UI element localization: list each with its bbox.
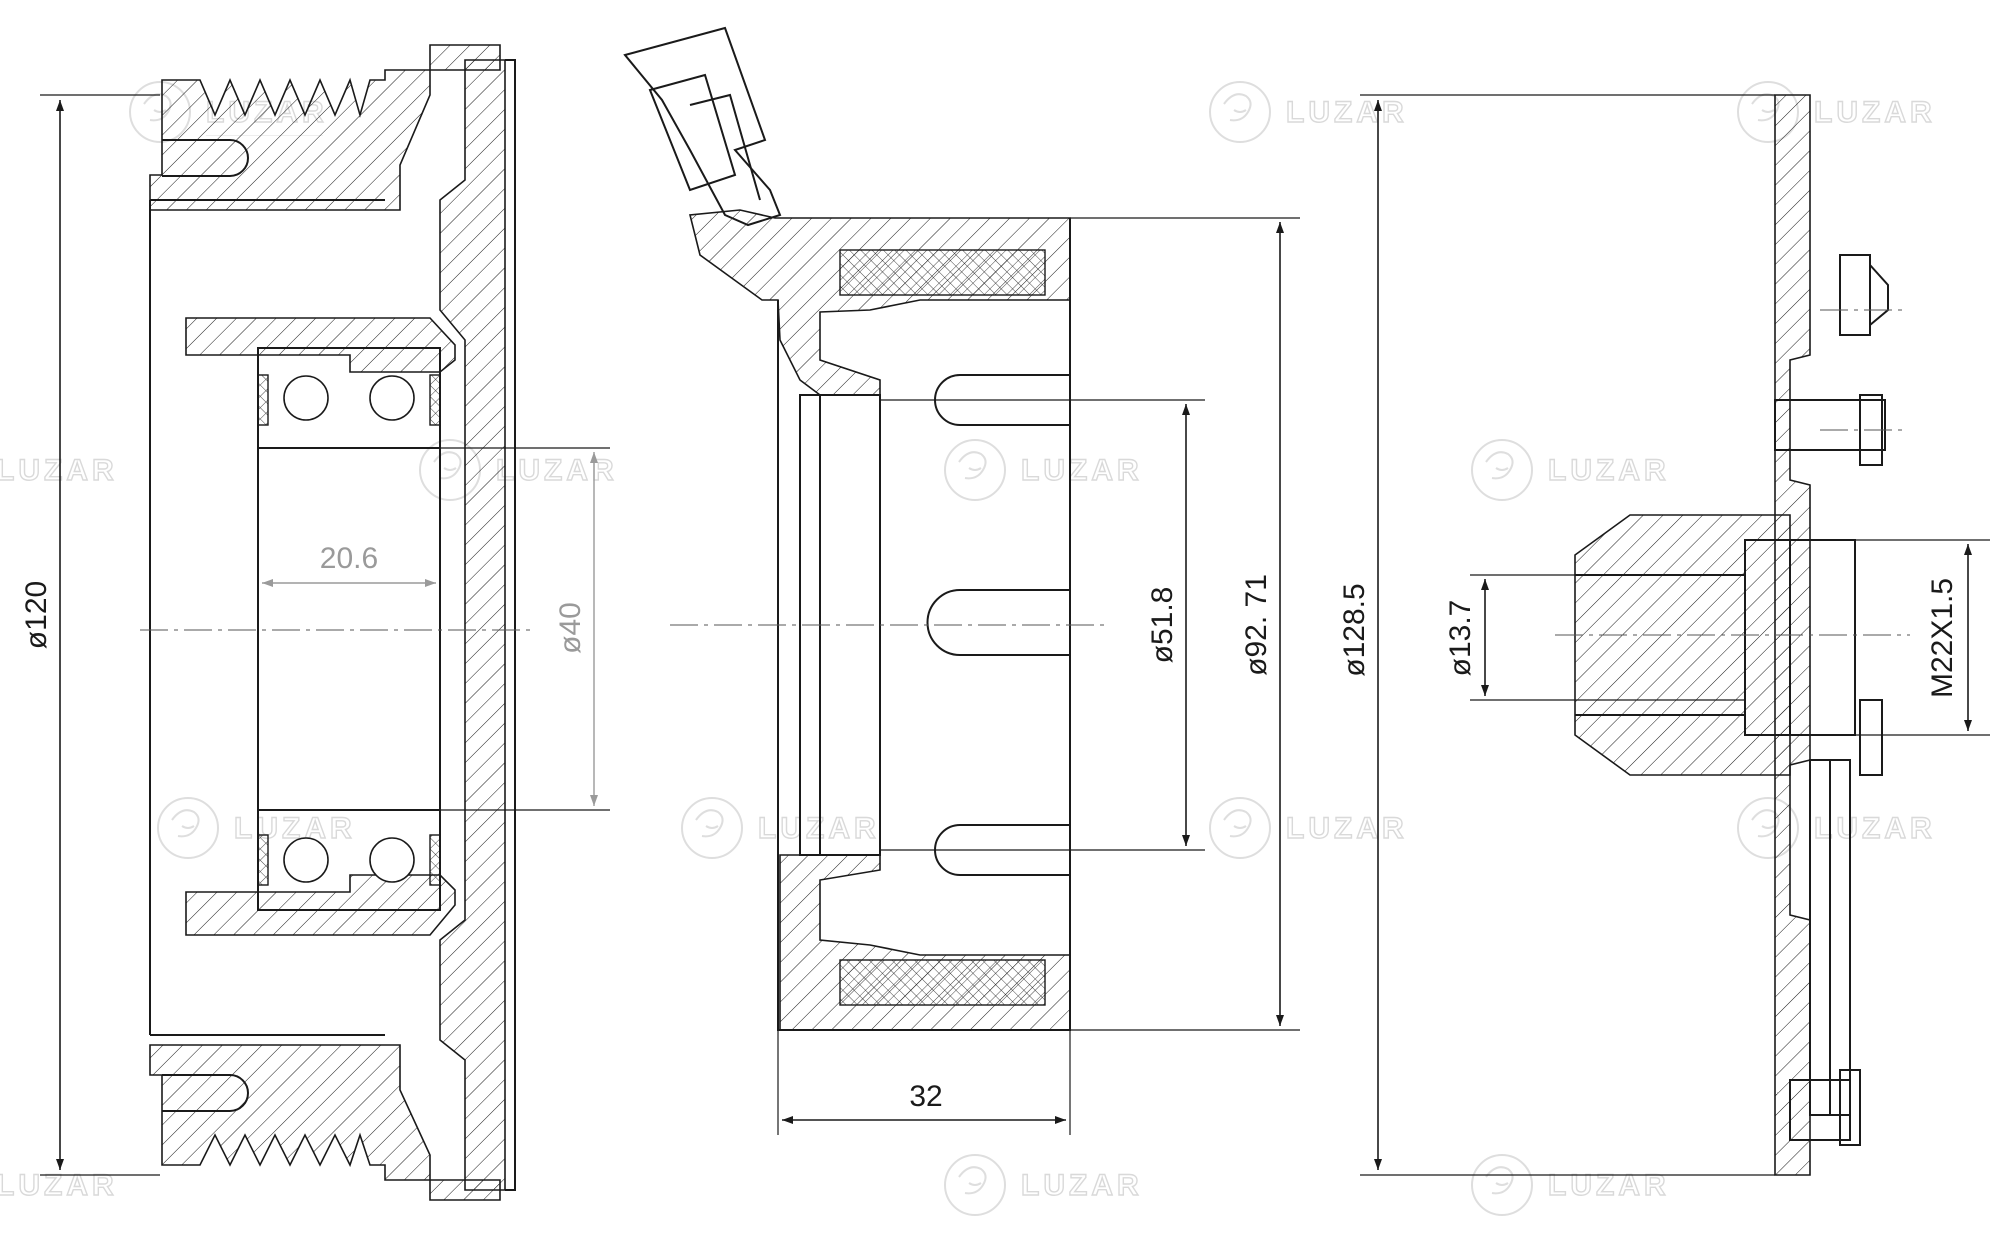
watermark: LUZAR bbox=[1209, 797, 1408, 859]
rivet bbox=[1774, 399, 1886, 451]
coil-winding-bottom bbox=[839, 959, 1046, 1006]
hub-nut bbox=[1744, 539, 1856, 736]
dimension-thread: M22X1.5 bbox=[1926, 578, 1959, 698]
pulley-hub-top bbox=[185, 317, 456, 373]
dimension-bearing-bore: ø40 bbox=[554, 602, 587, 654]
pulley-slot-bottom bbox=[162, 1074, 249, 1112]
pulley-rim-top bbox=[149, 44, 501, 211]
watermark: LUZAR bbox=[0, 1168, 118, 1202]
pulley-hub-bottom bbox=[185, 874, 456, 936]
coil-slot bbox=[926, 589, 1070, 656]
rivet-head bbox=[1859, 699, 1883, 776]
bearing-seal bbox=[257, 374, 269, 426]
watermark: LUZAR bbox=[681, 797, 880, 859]
svg-text:LUZAR: LUZAR bbox=[1021, 1169, 1143, 1202]
coil-view: ø51.8 ø92. 71 32 bbox=[623, 26, 1300, 1135]
rivet-head bbox=[1869, 264, 1889, 326]
hub-boss bbox=[1574, 514, 1791, 776]
pulley-front-plate bbox=[439, 59, 506, 1191]
connector-housing bbox=[623, 26, 782, 227]
pulley-rim-bottom bbox=[149, 1044, 501, 1201]
watermark: LUZAR bbox=[419, 439, 614, 501]
coil-inner-ring bbox=[799, 394, 881, 856]
hub-view: ø128.5 ø13.7 M22X1.5 bbox=[1338, 94, 1990, 1176]
watermark: LUZAR bbox=[944, 439, 1143, 501]
svg-text:LUZAR: LUZAR bbox=[1286, 96, 1408, 129]
connector-pin bbox=[648, 73, 737, 192]
watermark: LUZAR bbox=[157, 797, 356, 859]
watermark: LUZAR bbox=[1471, 1154, 1670, 1216]
svg-text:LUZAR: LUZAR bbox=[1548, 1169, 1670, 1202]
bearing-ball bbox=[369, 837, 415, 883]
svg-text:LUZAR: LUZAR bbox=[0, 454, 118, 487]
watermark: LUZAR bbox=[0, 453, 118, 487]
rivet bbox=[1839, 254, 1871, 336]
watermark: LUZAR bbox=[1209, 81, 1408, 143]
watermark: LUZAR bbox=[1471, 439, 1670, 501]
coil-housing-top bbox=[688, 209, 1071, 396]
bearing-ball bbox=[283, 375, 329, 421]
svg-text:LUZAR: LUZAR bbox=[758, 812, 880, 845]
pulley-face bbox=[505, 59, 516, 1191]
svg-text:LUZAR: LUZAR bbox=[1286, 812, 1408, 845]
dimension-coil-width: 32 bbox=[909, 1080, 942, 1113]
pulley-view: ø120 20.6 ø40 bbox=[20, 44, 610, 1201]
dimension-shaft-diameter: ø13.7 bbox=[1444, 600, 1477, 677]
svg-text:LUZAR: LUZAR bbox=[234, 812, 356, 845]
dimension-bearing-width: 20.6 bbox=[320, 542, 378, 575]
bearing-ball bbox=[369, 375, 415, 421]
bearing-ball bbox=[283, 837, 329, 883]
watermark: LUZAR bbox=[944, 1154, 1143, 1216]
svg-text:LUZAR: LUZAR bbox=[1814, 812, 1936, 845]
watermark: LUZAR bbox=[1737, 81, 1936, 143]
svg-text:LUZAR: LUZAR bbox=[1548, 454, 1670, 487]
dimension-coil-outer-diameter: ø92. 71 bbox=[1240, 574, 1273, 676]
bearing-seal bbox=[429, 834, 441, 886]
svg-text:LUZAR: LUZAR bbox=[1021, 454, 1143, 487]
bearing-seal bbox=[429, 374, 441, 426]
coil-winding-top bbox=[839, 249, 1046, 296]
svg-text:LUZAR: LUZAR bbox=[1814, 96, 1936, 129]
dimension-hub-diameter: ø128.5 bbox=[1338, 583, 1371, 676]
dimension-coil-inner-diameter: ø51.8 bbox=[1146, 587, 1179, 664]
pulley-slot-top bbox=[162, 139, 249, 177]
coil-housing-outline bbox=[777, 218, 1071, 1031]
bearing-seal bbox=[257, 834, 269, 886]
dimension-pulley-diameter: ø120 bbox=[20, 581, 53, 649]
connector-wire bbox=[689, 93, 761, 201]
watermark: LUZAR bbox=[1737, 797, 1936, 859]
svg-text:LUZAR: LUZAR bbox=[0, 1169, 118, 1202]
